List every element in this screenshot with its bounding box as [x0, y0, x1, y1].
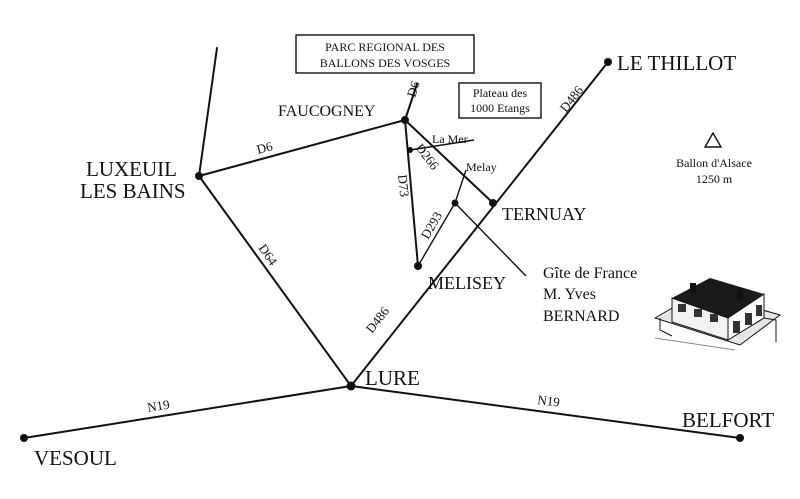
road-luxeuil-north [198, 47, 218, 177]
town-label-le-thillot: LE THILLOT [617, 51, 736, 75]
road-label-d293: D293 [418, 209, 445, 242]
road-label-d486-bottom: D486 [363, 303, 393, 335]
road-d6-faucogney-north [404, 83, 418, 121]
house-illustration-icon [653, 278, 782, 351]
town-label-ternuay: TERNUAY [502, 204, 586, 224]
town-dot-ternuay [489, 199, 497, 207]
plateau-label-line2: 1000 Etangs [470, 101, 530, 115]
plateau-label-box [458, 82, 542, 119]
town-label-melay: Melay [466, 160, 497, 174]
town-dot-luxeuil [195, 172, 203, 180]
town-dot-vesoul [20, 434, 28, 442]
road-n19-vesoul-lure [23, 385, 352, 439]
park-label-line1: PARC REGIONAL DES [325, 40, 445, 54]
town-label-luxeuil-line1: LUXEUIL [86, 157, 177, 181]
road-la-mer [409, 139, 475, 151]
gite-label-line3: BERNARD [543, 308, 619, 325]
gite-pointer-line [454, 202, 527, 277]
road-label-n19-right: N19 [537, 392, 561, 410]
park-label-box [295, 34, 475, 74]
ballon-label-line2: 1250 m [696, 172, 733, 186]
road-label-d6-top: D6 [404, 79, 423, 99]
town-dot-melisey [414, 262, 422, 270]
road-d64-luxeuil-lure [198, 175, 352, 387]
town-dot-faucogney [401, 116, 409, 124]
gite-location-dot [451, 199, 459, 207]
town-label-melisey: MELISEY [428, 273, 506, 293]
road-label-d64: D64 [256, 241, 281, 268]
road-n19-lure-belfort [350, 385, 741, 439]
road-label-d6-left: D6 [255, 138, 275, 157]
road-d6-luxeuil-faucogney [198, 119, 406, 177]
town-label-luxeuil-line2: LES BAINS [80, 179, 186, 203]
gite-label-line1: Gîte de France [543, 265, 637, 282]
road-d486-lure-le-thillot [350, 61, 609, 387]
town-dot-belfort [736, 434, 744, 442]
town-dot-lure [346, 381, 356, 391]
town-dot-la-mer [407, 147, 413, 153]
town-label-lure: LURE [365, 366, 420, 390]
town-dot-le-thillot [604, 58, 612, 66]
road-label-d486-top: D486 [557, 82, 587, 114]
town-label-faucogney: FAUCOGNEY [278, 103, 376, 120]
ballon-label-line1: Ballon d'Alsace [676, 156, 752, 170]
plateau-label-line1: Plateau des [473, 86, 528, 100]
park-label-line2: BALLONS DES VOSGES [320, 56, 450, 70]
town-label-vesoul: VESOUL [34, 446, 117, 470]
road-label-d73: D73 [395, 174, 412, 198]
gite-label-line2: M. Yves [543, 286, 596, 303]
road-d266-faucogney-ternuay [404, 119, 494, 204]
road-d73-faucogney-melisey [404, 119, 419, 267]
mountain-triangle-icon [703, 131, 723, 148]
town-label-la-mer: La Mer [432, 132, 468, 146]
town-label-belfort: BELFORT [682, 408, 774, 432]
road-label-n19-left: N19 [146, 397, 170, 415]
